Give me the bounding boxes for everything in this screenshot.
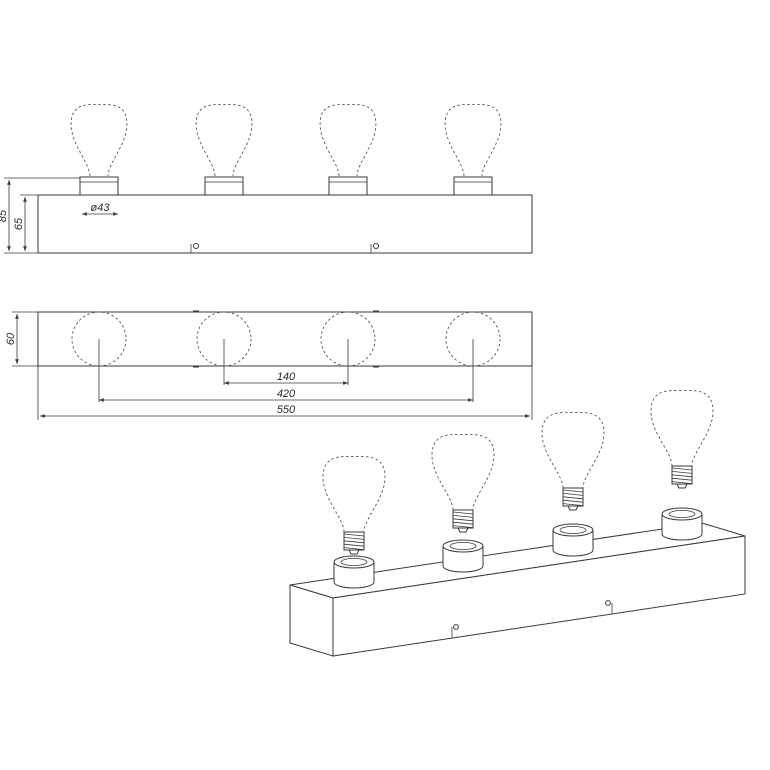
dim-outer-spacing-label: 420 [277,388,296,400]
dim-total-length-label: 550 [277,404,296,416]
perspective-view [289,390,746,657]
dim-socket-diameter-label: ø43 [91,202,111,214]
top-bulb-circle-1 [71,311,127,402]
front-bulb-4 [444,104,502,196]
top-bulb-circle-4 [445,311,501,402]
dim-total-height: 85 [0,177,80,254]
dim-box-height: 65 [13,194,38,251]
front-view-body [37,194,533,254]
dim-bulb-spacing-label: 140 [277,371,296,383]
front-bulb-3 [319,104,377,196]
top-bulb-circle-2 [196,311,252,385]
dim-socket-diameter: ø43 [82,202,118,216]
perspective-bulb-3 [541,412,605,557]
top-view-bulb-circles [71,311,501,402]
front-bulb-1 [70,104,128,196]
dim-box-height-label: 65 [13,217,25,230]
perspective-bulb-2 [431,434,495,573]
dim-total-length: 550 [37,366,533,420]
dim-outer-spacing: 420 [99,388,473,402]
top-view: 60 140 420 550 [5,310,533,420]
perspective-front-face [289,584,334,657]
perspective-bulbs [322,390,714,589]
perspective-hanging-slot-left [451,624,459,638]
top-bulb-circle-3 [320,311,376,385]
front-hanging-slot-right [370,243,379,253]
top-view-body [37,311,533,367]
perspective-long-face [332,535,746,657]
perspective-hanging-slot-right [605,600,613,614]
dim-bulb-spacing: 140 [224,371,348,385]
top-mounting-marks [193,310,379,368]
front-bulb-2 [195,104,253,196]
front-hanging-slot-left [190,243,199,253]
front-view: 85 65 ø43 [0,104,533,254]
dim-depth-label: 60 [5,332,17,345]
perspective-bulb-4 [650,390,714,541]
front-view-bulbs [70,104,502,196]
dim-total-height-label: 85 [0,209,9,222]
perspective-bulb-1 [322,456,386,589]
dim-depth: 60 [5,311,38,367]
